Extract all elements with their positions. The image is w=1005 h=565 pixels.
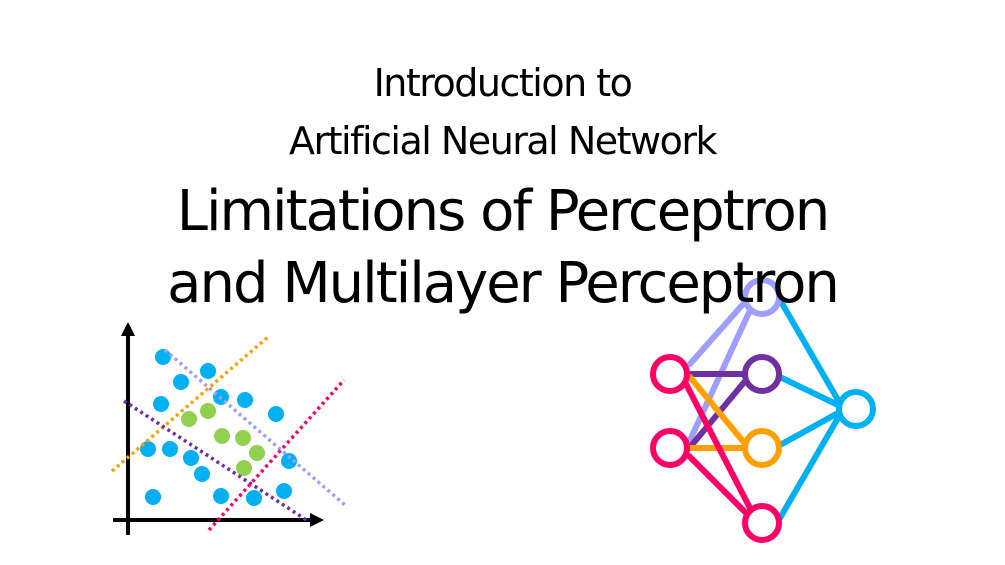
point-blue <box>268 406 284 422</box>
subtitle-line-1: Introduction to <box>373 61 633 105</box>
boundary-lavender <box>163 348 347 507</box>
point-blue <box>173 374 189 390</box>
boundary-pink <box>207 378 346 532</box>
point-green <box>181 411 197 427</box>
input-node-2 <box>650 428 690 468</box>
input-node-1 <box>650 354 690 394</box>
edge-cyan <box>777 415 841 521</box>
subtitle-line-2: Artificial Neural Network <box>289 119 717 163</box>
axes <box>113 322 324 535</box>
point-green <box>200 403 216 419</box>
hidden-node-purple <box>742 354 782 394</box>
edge-cyan <box>779 410 841 447</box>
point-blue <box>281 453 297 469</box>
point-green <box>235 430 251 446</box>
output-node <box>836 389 876 429</box>
point-blue <box>153 396 169 412</box>
hidden-node-lavender <box>742 277 782 317</box>
title-line-1: Limitations of Perceptron <box>176 179 830 244</box>
point-blue <box>183 450 199 466</box>
network-diagram <box>650 277 876 543</box>
point-blue <box>213 488 229 504</box>
edge-lavender <box>687 291 755 367</box>
green-points <box>181 403 265 476</box>
point-green <box>236 460 252 476</box>
hidden-node-orange <box>742 428 782 468</box>
edge-cyan <box>777 297 841 403</box>
title-line-2: and Multilayer Perceptron <box>167 251 840 316</box>
point-blue <box>155 349 171 365</box>
scatter-diagram <box>110 322 347 535</box>
y-axis-arrow-icon <box>121 322 135 336</box>
point-blue <box>200 363 216 379</box>
point-blue <box>237 392 253 408</box>
point-blue <box>276 483 292 499</box>
point-blue <box>194 466 210 482</box>
x-axis-arrow-icon <box>310 513 324 527</box>
boundary-purple <box>123 399 309 523</box>
point-blue <box>162 441 178 457</box>
boundary-orange <box>110 335 270 473</box>
edge-pink <box>686 453 751 518</box>
edge-orange <box>687 374 749 448</box>
decision-boundaries <box>110 335 347 532</box>
edge-pink <box>682 379 755 515</box>
edge-cyan <box>779 375 841 408</box>
hidden-node-pink <box>742 503 782 543</box>
point-green <box>249 445 265 461</box>
point-blue <box>145 489 161 505</box>
point-green <box>214 428 230 444</box>
point-blue <box>246 490 262 506</box>
